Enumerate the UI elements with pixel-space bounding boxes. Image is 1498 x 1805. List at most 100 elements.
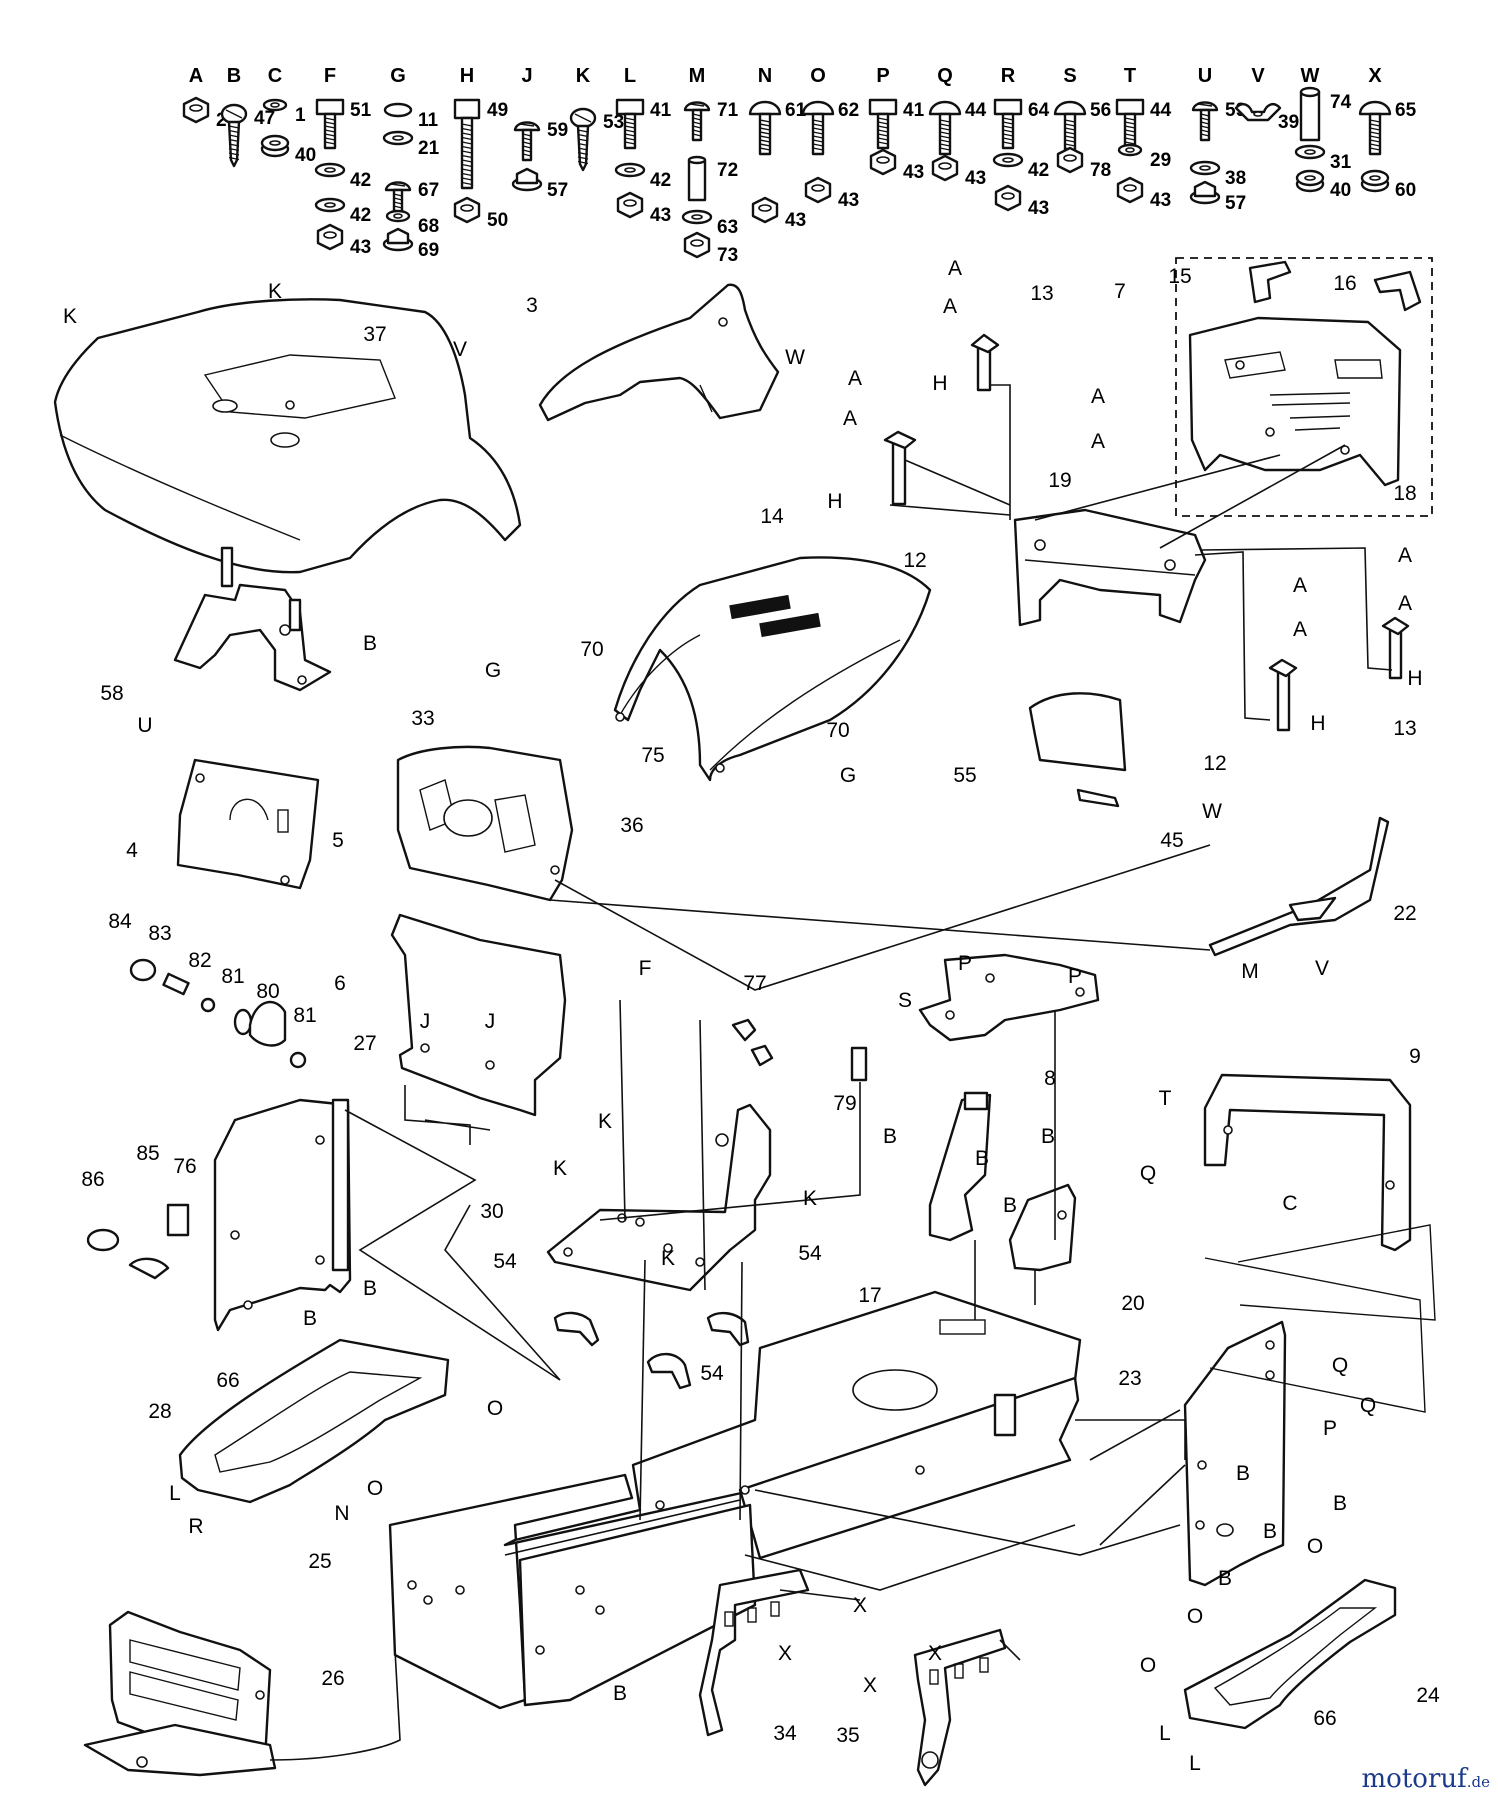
- part-79-77-small: [731, 1018, 868, 1082]
- hardware-part-spacer: [1299, 86, 1321, 142]
- hardware-part-flangenut: [1189, 180, 1221, 205]
- part-number-label: 65: [1395, 100, 1417, 121]
- callout-label: B: [883, 1125, 897, 1148]
- callout-label: 15: [1168, 265, 1191, 288]
- hardware-part-nut: [683, 231, 711, 259]
- hardware-part-lockwasher: [385, 209, 411, 223]
- callout-label: 18: [1393, 482, 1416, 505]
- callout-label: O: [1140, 1654, 1156, 1677]
- callout-label: 81: [221, 965, 244, 988]
- callout-label: Q: [1140, 1162, 1156, 1185]
- part-number-label: 68: [418, 216, 439, 237]
- callout-label: O: [487, 1397, 503, 1420]
- hardware-part-nut: [931, 154, 959, 182]
- callout-label: 82: [188, 949, 211, 972]
- callout-label: 54: [798, 1242, 822, 1265]
- hardware-part-lockwasher: [262, 98, 288, 112]
- callout-label: J: [420, 1010, 431, 1033]
- callout-label: C: [1282, 1192, 1297, 1215]
- hardware-letter: G: [390, 65, 406, 87]
- callout-label: L: [169, 1482, 181, 1505]
- hardware-part-panscrew: [683, 101, 711, 142]
- callout-label: 66: [1313, 1707, 1336, 1730]
- hardware-letter: N: [758, 65, 772, 87]
- hardware-letter: V: [1251, 65, 1265, 87]
- hardware-part-wingnut: [1234, 102, 1282, 122]
- part-number-label: 57: [1225, 193, 1246, 214]
- part-number-label: 69: [418, 240, 439, 261]
- part-20-bracket: [1008, 1183, 1077, 1272]
- hardware-part-washer: [314, 197, 346, 213]
- callout-label: P: [1323, 1417, 1337, 1440]
- hardware-part-washer: [1189, 160, 1221, 176]
- hardware-part-carriagebolt: [1358, 100, 1392, 156]
- part-number-label: 29: [1150, 150, 1171, 171]
- part-number-label: 63: [717, 217, 738, 238]
- hardware-part-bolt: [1115, 98, 1145, 150]
- callout-label: W: [1202, 800, 1222, 823]
- hardware-letter: X: [1368, 65, 1382, 87]
- hardware-part-nut: [453, 196, 481, 224]
- callout-label: 4: [126, 839, 138, 862]
- part-number-label: 57: [547, 180, 568, 201]
- callout-label: 58: [100, 682, 123, 705]
- part-19-frame-bar: [1013, 508, 1207, 627]
- hardware-part-thickwasher: [1360, 169, 1390, 193]
- part-number-label: 67: [418, 180, 439, 201]
- part-number-label: 47: [254, 108, 275, 129]
- hardware-letter: W: [1301, 65, 1320, 87]
- callout-label: K: [553, 1157, 567, 1180]
- hardware-part-bolt: [993, 98, 1023, 150]
- callout-label: 54: [700, 1362, 724, 1385]
- part-number-label: 51: [350, 100, 372, 121]
- hardware-part-nut: [1056, 146, 1084, 174]
- part-number-label: 71: [717, 100, 739, 121]
- callout-label: 7: [1114, 280, 1126, 303]
- part-number-label: 72: [717, 160, 738, 181]
- callout-label: 23: [1118, 1367, 1141, 1390]
- callout-label: Q: [1360, 1394, 1376, 1417]
- hardware-part-panscrew: [513, 121, 541, 162]
- part-25-frame: [388, 1290, 1082, 1710]
- callout-label: 33: [411, 707, 434, 730]
- part-number-label: 43: [965, 168, 986, 189]
- part-6-panel: [390, 913, 567, 1117]
- callout-label: 70: [580, 638, 603, 661]
- hardware-letter: F: [324, 65, 336, 87]
- hardware-part-nut: [869, 148, 897, 176]
- part-8-bracket: [918, 953, 1100, 1042]
- hardware-part-panscrew: [1191, 101, 1219, 142]
- callout-label: B: [1218, 1567, 1232, 1590]
- callout-label: 27: [353, 1032, 376, 1055]
- callout-label: 12: [1203, 752, 1226, 775]
- callout-label: X: [928, 1642, 942, 1665]
- callout-label: F: [639, 957, 652, 980]
- callout-label: A: [1293, 618, 1307, 641]
- hardware-item-a: A2: [182, 65, 227, 131]
- part-number-label: 38: [1225, 168, 1246, 189]
- hardware-letter: T: [1124, 65, 1136, 87]
- callout-label: B: [975, 1147, 989, 1170]
- callout-label: 19: [1048, 469, 1071, 492]
- part-24-footrest: [1183, 1578, 1397, 1730]
- callout-label: 9: [1409, 1045, 1421, 1068]
- hardware-letter: S: [1063, 65, 1076, 87]
- callout-label: 45: [1160, 829, 1183, 852]
- part-58-bracket: [173, 546, 332, 692]
- callout-label: 86: [81, 1168, 104, 1191]
- part-number-label: 50: [487, 210, 508, 231]
- part-number-label: 43: [350, 237, 371, 258]
- callout-label: 80: [256, 980, 279, 1003]
- part-number-label: 43: [903, 162, 924, 183]
- hardware-part-thickwasher: [1295, 169, 1325, 193]
- part-number-label: 31: [1330, 152, 1352, 173]
- callout-label: X: [863, 1674, 877, 1697]
